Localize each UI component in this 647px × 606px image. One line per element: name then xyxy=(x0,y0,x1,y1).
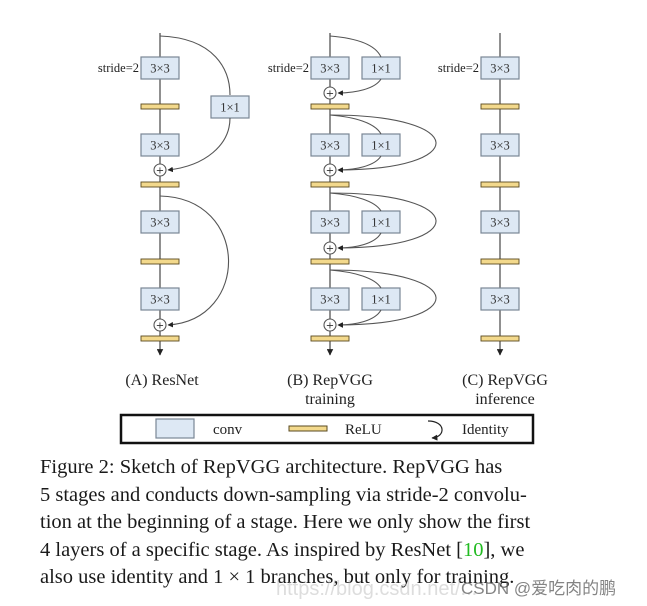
identity-branch-arrow xyxy=(329,114,437,173)
conv-3x3-box xyxy=(310,56,350,80)
relu-bar xyxy=(140,103,180,110)
stride-label: stride=2 xyxy=(98,61,139,75)
plus-sign: + xyxy=(326,89,334,100)
conv-1x1-label: 1×1 xyxy=(220,101,240,115)
conv-1x1-label: 1×1 xyxy=(371,139,391,153)
caption-line-4-text: 4 layers of a specific stage. As inspire… xyxy=(40,538,463,561)
conv-label: 3×3 xyxy=(320,216,340,230)
relu-bar xyxy=(140,335,180,342)
branch-in-line xyxy=(329,35,382,58)
shortcut-curve-upper xyxy=(159,35,231,96)
conv-3x3-box xyxy=(480,287,520,311)
relu-bar xyxy=(310,258,350,265)
branch-in-line xyxy=(329,192,382,212)
conv-1x1-label: 1×1 xyxy=(371,62,391,76)
conv-label: 3×3 xyxy=(320,293,340,307)
conv-label: 3×3 xyxy=(320,139,340,153)
relu-bar xyxy=(480,181,520,188)
plus-sign: + xyxy=(156,166,164,177)
identity-shortcut-arrow xyxy=(159,195,230,328)
relu-bar xyxy=(140,181,180,188)
conv-3x3-box xyxy=(480,56,520,80)
conv-3x3-box xyxy=(480,133,520,157)
caption-line-1: Figure 2: Sketch of RepVGG architecture.… xyxy=(40,456,503,478)
branch-in-line xyxy=(329,269,382,289)
branch-out-arrow xyxy=(337,232,382,251)
conv-label: 3×3 xyxy=(490,139,510,153)
conv-3x3-box xyxy=(140,56,180,80)
figure-caption: Figure 2: Sketch of RepVGG architecture.… xyxy=(40,454,600,592)
conv-3x3-box xyxy=(310,210,350,234)
legend-conv-swatch xyxy=(155,418,195,439)
conv-3x3-box xyxy=(140,210,180,234)
conv-label: 3×3 xyxy=(150,216,170,230)
legend-conv-label: conv xyxy=(213,422,243,438)
stride-label: stride=2 xyxy=(438,61,479,75)
relu-bar xyxy=(140,258,180,265)
relu-bar xyxy=(310,103,350,110)
conv-3x3-box xyxy=(140,287,180,311)
column-label-c: (C) RepVGG xyxy=(462,372,548,389)
conv-1x1-label: 1×1 xyxy=(371,293,391,307)
legend-identity-label: Identity xyxy=(462,422,509,438)
caption-line-3: tion at the beginning of a stage. Here w… xyxy=(40,511,531,533)
relu-bar xyxy=(480,258,520,265)
identity-branch-arrow xyxy=(329,192,437,251)
branch-out-arrow xyxy=(337,309,382,328)
legend: conv ReLU Identity xyxy=(119,413,535,445)
relu-bar xyxy=(310,181,350,188)
conv-3x3-box xyxy=(310,133,350,157)
legend-relu-swatch xyxy=(288,425,328,432)
watermark-url: https://blog.csdn.net/... xyxy=(276,578,478,600)
conv-label: 3×3 xyxy=(150,293,170,307)
identity-branch-arrow xyxy=(329,269,437,328)
plus-sign: + xyxy=(326,166,334,177)
conv-label: 3×3 xyxy=(150,62,170,76)
caption-line-2: 5 stages and conducts down-sampling via … xyxy=(40,483,527,506)
conv-3x3-box xyxy=(480,210,520,234)
column-resnet: stride=2 3×3 3×3 3×3 3×3 1×1 + + xyxy=(98,33,250,356)
conv-3x3-box xyxy=(140,133,180,157)
add-node-icon xyxy=(323,241,337,255)
column-label-a: (A) ResNet xyxy=(125,372,199,389)
caption-line-5: also use identity and 1 × 1 branches, bu… xyxy=(40,566,515,588)
shortcut-arrow-upper xyxy=(167,117,231,173)
legend-relu-label: ReLU xyxy=(345,422,382,438)
conv-3x3-box xyxy=(310,287,350,311)
plus-sign: + xyxy=(326,321,334,332)
add-node-icon xyxy=(153,163,167,177)
watermark-author: CSDN @爱吃肉的鹏 xyxy=(461,579,617,598)
conv-label: 3×3 xyxy=(490,216,510,230)
column-label-c-sub: inference xyxy=(475,391,535,408)
conv-label: 3×3 xyxy=(320,62,340,76)
conv-1x1-label: 1×1 xyxy=(371,216,391,230)
caption-line-4-tail: ], we xyxy=(483,538,525,561)
column-label-b-sub: training xyxy=(305,391,355,408)
branch-out-arrow xyxy=(337,78,382,96)
column-repvgg-inference: stride=2 3×3 3×3 3×3 3×3 xyxy=(438,33,520,356)
stride-label: stride=2 xyxy=(268,61,309,75)
plus-sign: + xyxy=(326,244,334,255)
relu-bar xyxy=(480,103,520,110)
architecture-diagram: stride=2 3×3 3×3 3×3 3×3 1×1 + + stride=2 3×3 3×3… xyxy=(98,33,548,445)
add-node-icon xyxy=(323,86,337,100)
legend-identity-arrow-icon xyxy=(427,420,443,441)
relu-bar xyxy=(480,335,520,342)
column-label-b: (B) RepVGG xyxy=(287,372,373,389)
branch-in-line xyxy=(329,114,382,135)
plus-sign: + xyxy=(156,321,164,332)
add-node-icon xyxy=(323,318,337,332)
conv-label: 3×3 xyxy=(490,62,510,76)
citation-link[interactable]: 10 xyxy=(462,538,484,561)
add-node-icon xyxy=(323,163,337,177)
relu-bar xyxy=(310,335,350,342)
add-node-icon xyxy=(153,318,167,332)
column-repvgg-training: stride=2 3×3 3×3 3×3 3×3 1×1 +1×1 +1×1 +1×1 + xyxy=(268,33,437,356)
conv-label: 3×3 xyxy=(490,293,510,307)
conv-label: 3×3 xyxy=(150,139,170,153)
caption-line-4: 4 layers of a specific stage. As inspire… xyxy=(40,537,600,565)
